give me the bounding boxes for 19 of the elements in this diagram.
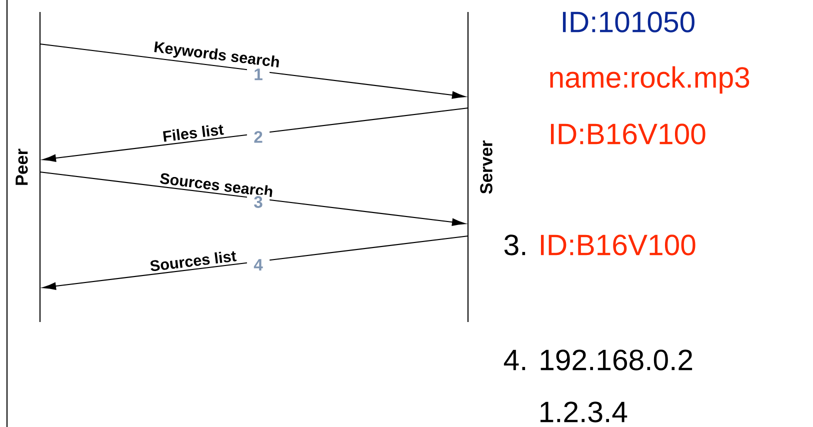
arrow [42,107,468,162]
callout-number: 1 [246,67,270,82]
edge-label: Files list [163,124,224,142]
lifeline: Server [467,12,492,322]
note-text: name:rock.mp3 [550,66,750,94]
note-text: ID:B16V100 [550,124,706,144]
callout-number: 2 [246,130,270,144]
arrow [40,171,466,226]
edge-label: Sources search [160,173,272,197]
edge-label: Sources list [150,251,237,272]
note-text: ID:B16V100 [540,234,696,256]
note-text: 1.2.3.4 [540,402,628,422]
note-text: 4. 192.168.0.2 [504,350,692,370]
edge-label: Keywords search [154,42,279,68]
arrow [40,43,466,99]
arrow [42,235,468,290]
lifeline: Peer [16,12,41,322]
note-text: ID:101050 [562,12,694,32]
callout-number: 4 [246,258,270,272]
